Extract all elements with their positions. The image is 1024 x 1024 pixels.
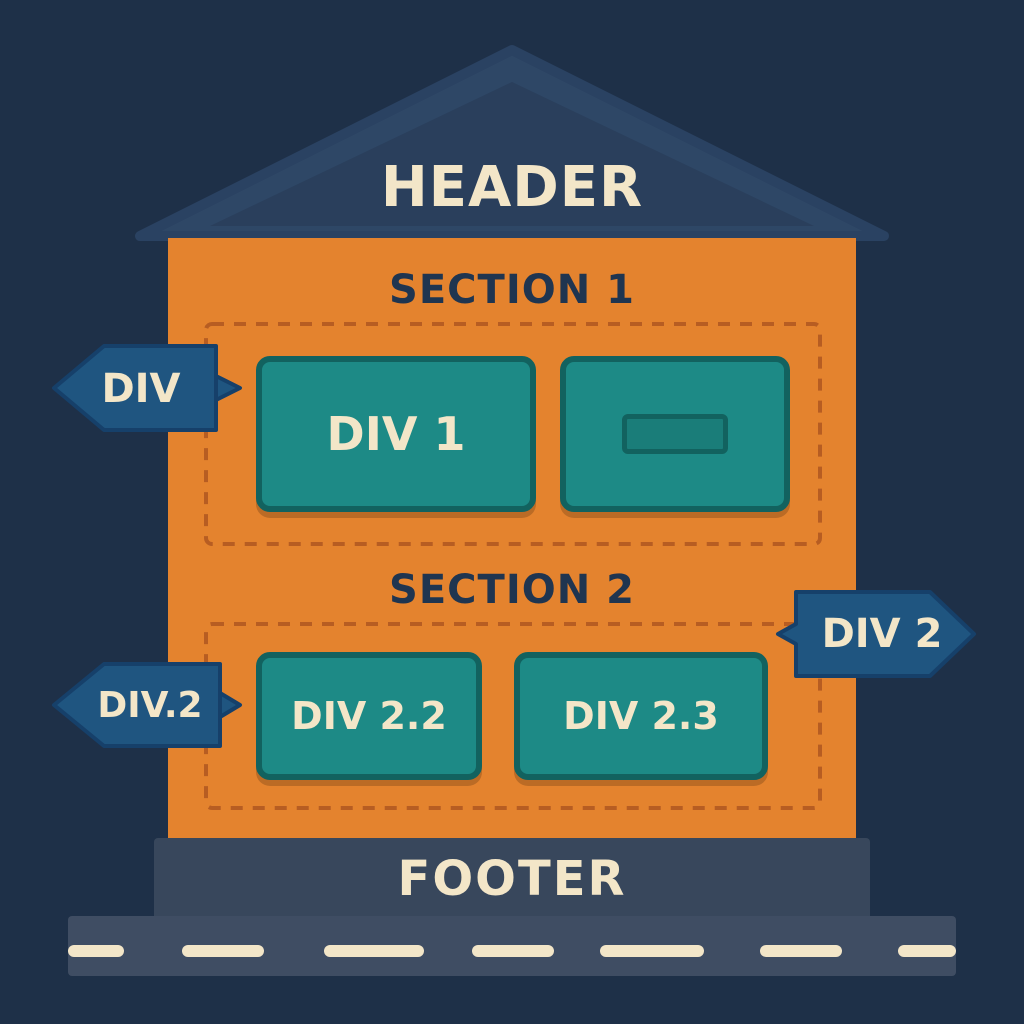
road-markings — [68, 945, 956, 957]
div-1-label: DIV 1 — [326, 407, 466, 461]
road-dash — [600, 945, 704, 957]
footer-label: FOOTER — [397, 851, 627, 907]
div-1-box: DIV 1 — [256, 356, 536, 512]
roof-inner-shade — [210, 82, 814, 226]
road-dash — [760, 945, 842, 957]
tag-div-label: DIV — [101, 366, 181, 412]
road-dash — [182, 945, 264, 957]
section-2-title: SECTION 2 — [389, 567, 635, 613]
section-1-title: SECTION 1 — [389, 267, 635, 313]
div-2-3-box: DIV 2.3 — [514, 652, 768, 780]
div-2-2-label: DIV 2.2 — [291, 694, 447, 738]
tag-div2-left-shape — [52, 662, 242, 748]
footer-base — [154, 838, 870, 922]
header-label: HEADER — [380, 155, 644, 220]
div-2-2-box: DIV 2.2 — [256, 652, 482, 780]
section-1-container — [204, 322, 822, 546]
tag-div-shape — [52, 344, 242, 432]
div-2-3-label: DIV 2.3 — [563, 694, 719, 738]
tag-div2-left-label: DIV.2 — [97, 684, 203, 726]
inner-rectangle — [622, 414, 728, 454]
road-dash — [68, 945, 124, 957]
tag-div2-right-shape — [776, 590, 976, 678]
road-dash — [472, 945, 554, 957]
tag-div2-right-label: DIV 2 — [821, 611, 943, 657]
road-dash — [324, 945, 424, 957]
div-nested-box — [560, 356, 790, 512]
road-dash — [898, 945, 956, 957]
